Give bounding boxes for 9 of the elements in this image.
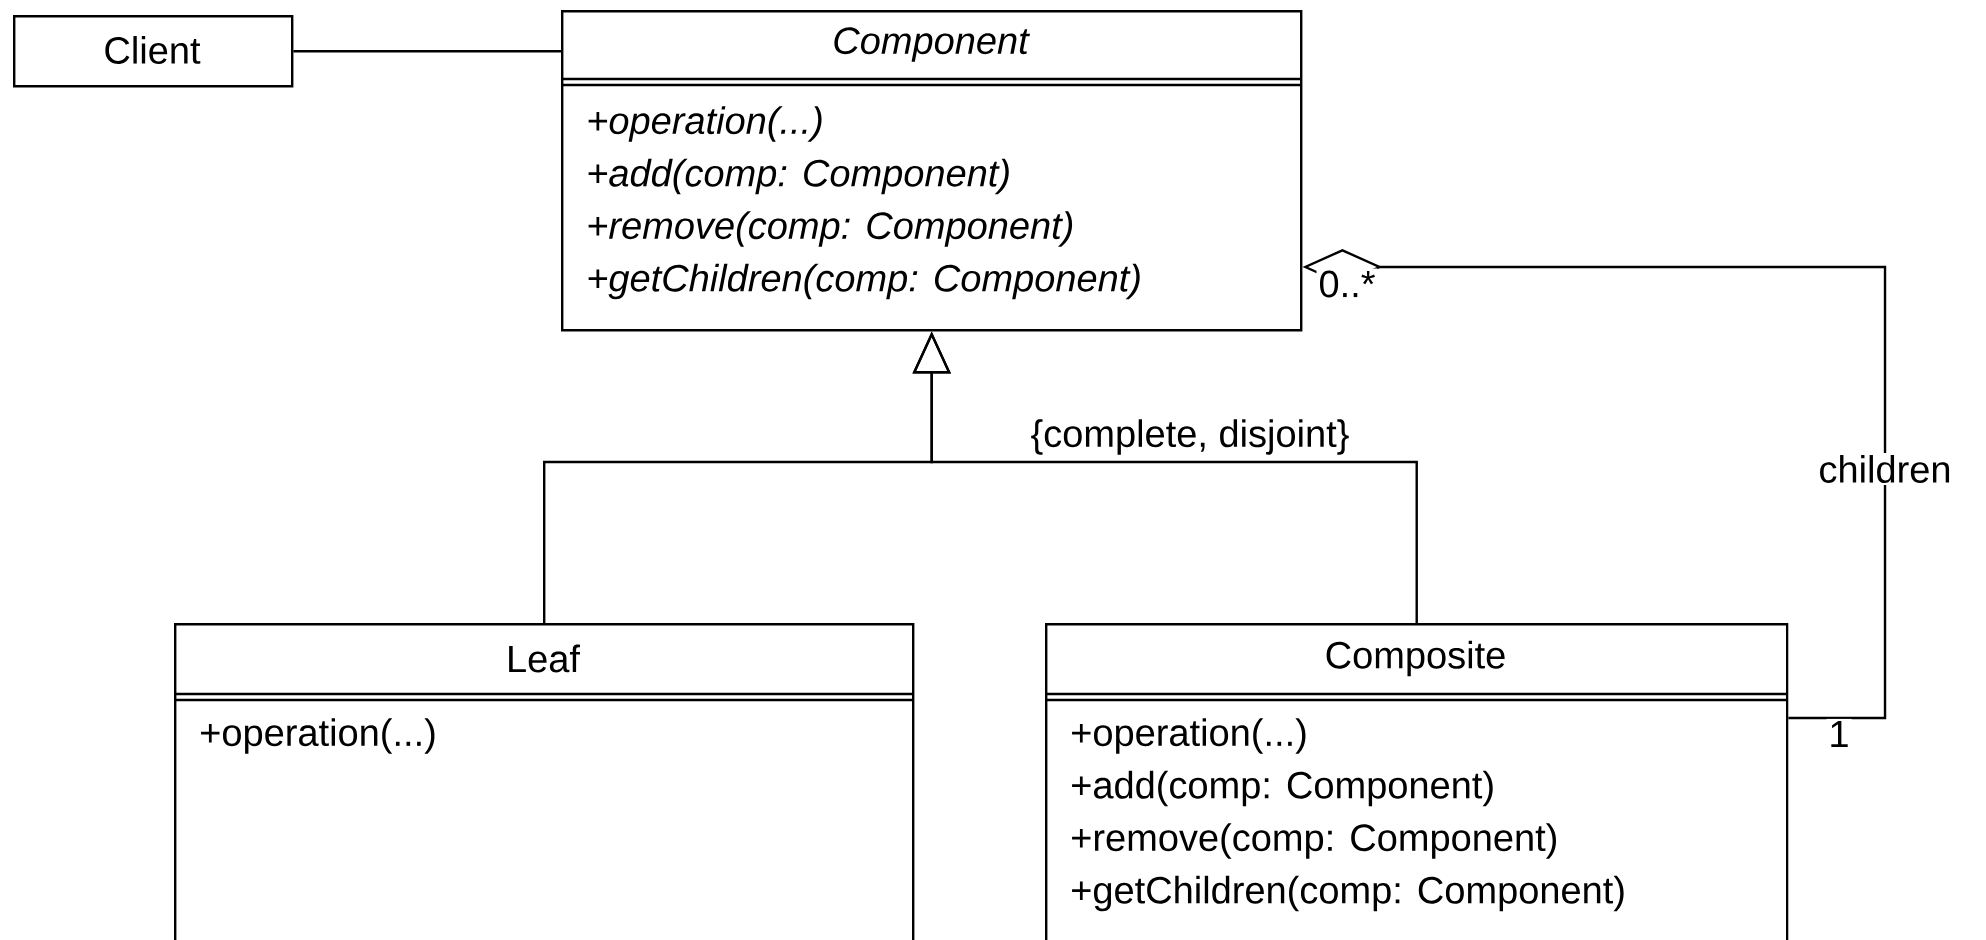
constraint-label: {complete, disjoint}	[1028, 417, 1352, 457]
client-box: Client	[13, 15, 294, 88]
class-box: Component +operation(...) +add(comp: Component) +remove(comp: Component) +getChildren(comp: Component)	[561, 10, 1303, 332]
role-label: children	[1816, 453, 1954, 485]
association-line	[293, 50, 561, 53]
class-box: Composite +operation(...) +add(comp: Component) +remove(comp: Component) +getChildren(comp: Component)	[1045, 623, 1789, 940]
class-box: Leaf +operation(...)	[174, 623, 915, 940]
multiplicity-label: 0..*	[1316, 268, 1378, 300]
multiplicity-label: 1	[1826, 718, 1852, 750]
